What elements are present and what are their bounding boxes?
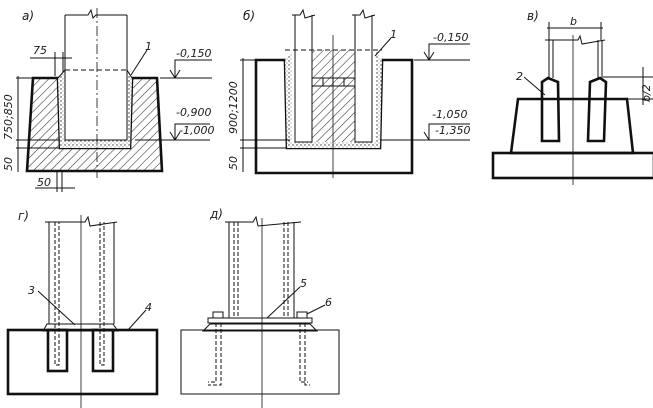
panel-label: а) (22, 9, 34, 23)
grout-layer (201, 323, 319, 332)
dimension-b: b (570, 15, 577, 28)
foundation-body (180, 329, 340, 395)
break-line (65, 8, 127, 19)
dimension-b-half: b/2 (640, 84, 653, 102)
nut-left (212, 311, 224, 319)
socket-left (540, 76, 561, 143)
panel-label: б) (243, 9, 255, 23)
foundation-body (27, 78, 162, 171)
grout-layer (42, 323, 119, 332)
panel-a-cup-foundation: а) 75 750;850 50 50 1 -0,150 -0,900 -1,0… (2, 8, 214, 192)
dimension-75: 75 (33, 44, 47, 57)
callout-5: 5 (300, 277, 307, 290)
anchor-bolts (208, 323, 310, 386)
dimension-depth: 750;850 (2, 94, 15, 140)
socket-right (91, 328, 115, 373)
dimension-depth: 900;1200 (227, 81, 240, 134)
nut-right (296, 311, 308, 319)
callout-3: 3 (28, 284, 35, 297)
callout-1: 1 (390, 28, 397, 41)
elevation-top: -0,150 (176, 47, 211, 60)
elevation-cup-bottom: -1,350 (435, 124, 470, 137)
callout-4: 4 (145, 301, 152, 314)
foundation-body (6, 328, 159, 396)
elevation-column-bottom: -0,900 (176, 106, 211, 119)
elevation-column-bottom: -1,050 (432, 108, 467, 121)
column (48, 222, 115, 324)
anchor-bars (54, 222, 105, 366)
panel-label: д) (209, 207, 223, 221)
column-web (312, 50, 355, 142)
column (228, 222, 295, 318)
callout-6: 6 (325, 296, 332, 309)
panel-c-slotted-foundation: в) b 2 b/2 (491, 9, 653, 185)
elevation-cup-bottom: -1,000 (179, 124, 214, 137)
dimension-50-vertical: 50 (227, 156, 240, 170)
column (64, 15, 128, 141)
grout-fill (58, 70, 132, 148)
callout-2: 2 (516, 70, 523, 83)
dimension-50-vertical: 50 (2, 157, 15, 171)
socket-right (586, 76, 608, 143)
pedestal (509, 97, 635, 155)
dimension-50-horizontal: 50 (37, 176, 51, 189)
base-plate (207, 317, 313, 324)
column-branches (294, 15, 373, 143)
elevation-top: -0,150 (433, 31, 468, 44)
callout-1: 1 (145, 40, 152, 53)
socket-left (46, 328, 69, 373)
panel-e-bolted-base: д) 5 6 (180, 207, 340, 408)
panel-label: г) (18, 209, 29, 223)
panel-b-double-branch-cup: б) 1 900;1200 50 -0,150 -1,050 -1,350 (227, 8, 470, 178)
column-legs (548, 40, 603, 78)
panel-label: в) (527, 9, 539, 23)
panel-d-grouted-base: г) 3 4 (6, 209, 159, 408)
